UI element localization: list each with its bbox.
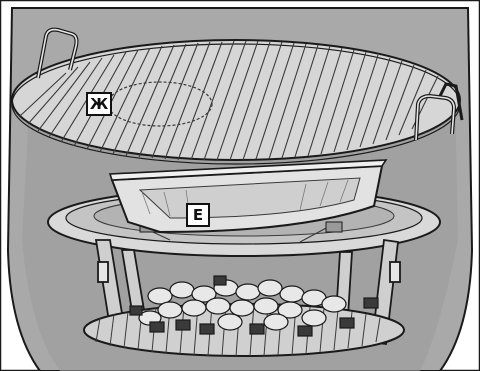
callout-label-cooking-grate: Ж (86, 92, 112, 116)
callout-label-drip-pan: E (186, 203, 210, 227)
